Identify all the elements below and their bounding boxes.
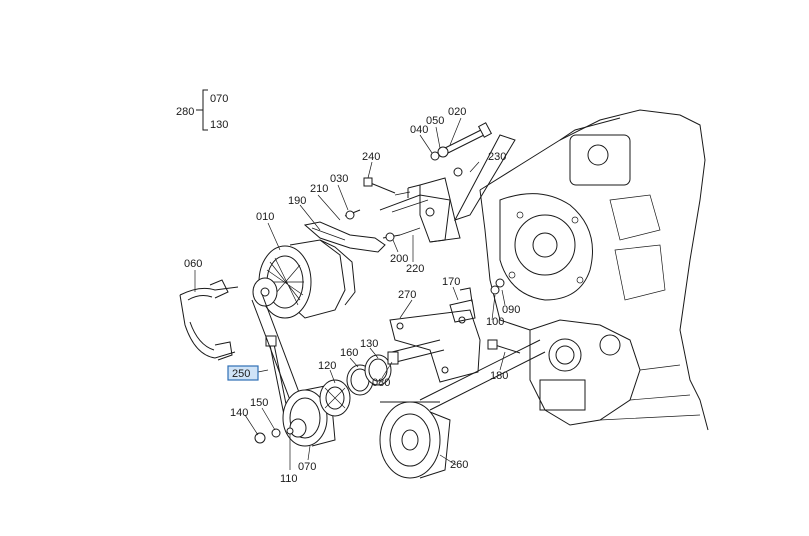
bolt-200 [382, 232, 401, 242]
belt-strap-060 [179, 279, 239, 361]
part-label-050[interactable]: 050 [426, 115, 444, 127]
tension-pulley-260 [379, 401, 451, 479]
alternator-010 [252, 239, 356, 319]
bracket-190 [303, 221, 386, 253]
bolt-020 [444, 122, 493, 154]
bracket-220 [379, 194, 451, 243]
bolt-180 [487, 339, 521, 354]
part-label-250[interactable]: 250 [232, 368, 250, 380]
part-label-070[interactable]: 070 [298, 461, 316, 473]
washer-040 [430, 151, 440, 161]
washer-050 [437, 146, 449, 158]
group-280-bracket [196, 89, 208, 131]
nut-140 [254, 432, 266, 444]
part-label-230[interactable]: 230 [488, 151, 506, 163]
part-label-040[interactable]: 040 [410, 124, 428, 136]
bolt-030 [344, 209, 361, 220]
part-label-080[interactable]: 080 [372, 377, 390, 389]
engine-block [479, 109, 709, 431]
shaft-080 [387, 339, 445, 365]
part-label-160[interactable]: 160 [340, 347, 358, 359]
group-280-bottom[interactable]: 130 [210, 119, 228, 131]
part-label-180[interactable]: 180 [490, 370, 508, 382]
washer-150 [271, 428, 281, 438]
part-label-120[interactable]: 120 [318, 360, 336, 372]
adjusting-plate-230 [407, 134, 516, 243]
group-280-top[interactable]: 070 [210, 93, 228, 105]
bolt-240 [363, 177, 396, 194]
bearing-120 [319, 379, 351, 417]
nut-090 [495, 278, 505, 288]
part-label-110[interactable]: 110 [280, 473, 298, 485]
part-label-220[interactable]: 220 [406, 263, 424, 275]
part-label-150[interactable]: 150 [250, 397, 268, 409]
callout-labels: 280 070 130 020 050 040 240 030 210 190 … [176, 93, 520, 485]
pulley-070 [251, 293, 336, 447]
part-label-260[interactable]: 260 [450, 459, 468, 471]
part-label-270[interactable]: 270 [398, 289, 416, 301]
part-label-190[interactable]: 190 [288, 195, 306, 207]
part-label-210[interactable]: 210 [310, 183, 328, 195]
part-label-200[interactable]: 200 [390, 253, 408, 265]
belt-line [419, 339, 546, 411]
part-label-100[interactable]: 100 [486, 316, 504, 328]
part-label-010[interactable]: 010 [256, 211, 274, 223]
leader-lines [194, 117, 506, 470]
part-label-060[interactable]: 060 [184, 258, 202, 270]
part-label-020[interactable]: 020 [448, 106, 466, 118]
bracket-170 [449, 287, 476, 323]
washer-110 [286, 427, 294, 435]
bracket-270 [389, 309, 481, 383]
part-label-240[interactable]: 240 [362, 151, 380, 163]
part-label-090[interactable]: 090 [502, 304, 520, 316]
part-label-170[interactable]: 170 [442, 276, 460, 288]
part-label-280[interactable]: 280 [176, 106, 194, 118]
part-label-130[interactable]: 130 [360, 338, 378, 350]
part-250-highlight[interactable] [227, 365, 259, 381]
part-label-030[interactable]: 030 [330, 173, 348, 185]
part-label-140[interactable]: 140 [230, 407, 248, 419]
washer-100 [490, 285, 500, 295]
